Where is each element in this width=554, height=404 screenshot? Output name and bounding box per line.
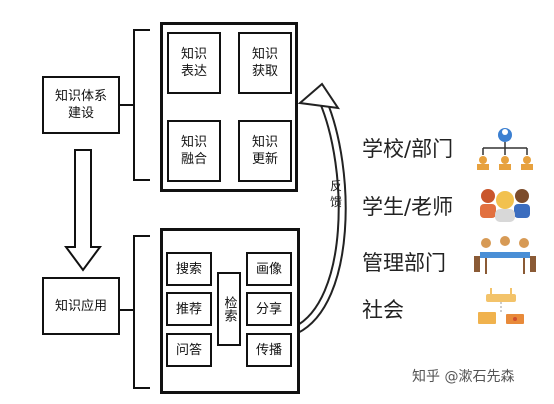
tile-label: 知识 获取	[251, 47, 278, 79]
network-devices-icon	[478, 288, 524, 324]
tile-knowledge-update: 知识 更新	[238, 120, 292, 182]
tile-label: 推荐	[175, 301, 202, 317]
tile-label: 搜索	[175, 261, 202, 277]
tile-label: 知识 更新	[251, 135, 278, 167]
feedback-label: 反 馈	[329, 179, 342, 209]
feedback-arrow-inner	[294, 100, 345, 333]
tile-label: 画像	[255, 261, 282, 277]
tile-label: 知识 融合	[180, 135, 207, 167]
tile-share: 分享	[246, 292, 292, 326]
bottom-bracket	[133, 235, 150, 389]
tile-search: 搜索	[166, 252, 212, 286]
tile-label: 知识 表达	[180, 47, 207, 79]
knowledge-system-build-box: 知识体系 建设	[42, 76, 120, 134]
tile-label: 检索	[221, 296, 237, 322]
knowledge-application-label: 知识应用	[54, 298, 107, 314]
org-chart-icon	[477, 128, 533, 170]
role-school-department: 学校/部门	[362, 137, 454, 161]
tile-label: 分享	[255, 301, 282, 317]
tile-knowledge-expression: 知识 表达	[167, 32, 221, 94]
tile-profile: 画像	[246, 252, 292, 286]
tile-label: 问答	[175, 342, 202, 358]
top-bracket	[133, 29, 150, 181]
role-management: 管理部门	[362, 251, 446, 275]
tile-label: 传播	[255, 342, 282, 358]
knowledge-application-box: 知识应用	[42, 277, 120, 335]
role-society: 社会	[362, 298, 404, 322]
role-student-teacher: 学生/老师	[362, 195, 454, 219]
knowledge-system-build-label: 知识体系 建设	[54, 89, 107, 121]
tile-knowledge-fusion: 知识 融合	[167, 120, 221, 182]
watermark: 知乎 @漱石先森	[412, 369, 515, 385]
tile-qa: 问答	[166, 333, 212, 367]
tile-recommend: 推荐	[166, 292, 212, 326]
tile-spread: 传播	[246, 333, 292, 367]
tile-retrieval: 检索	[217, 272, 241, 346]
tile-knowledge-acquisition: 知识 获取	[238, 32, 292, 94]
people-group-icon	[480, 189, 530, 222]
down-arrow	[64, 149, 102, 272]
feedback-arrowhead	[297, 82, 341, 110]
meeting-table-icon	[474, 236, 536, 274]
